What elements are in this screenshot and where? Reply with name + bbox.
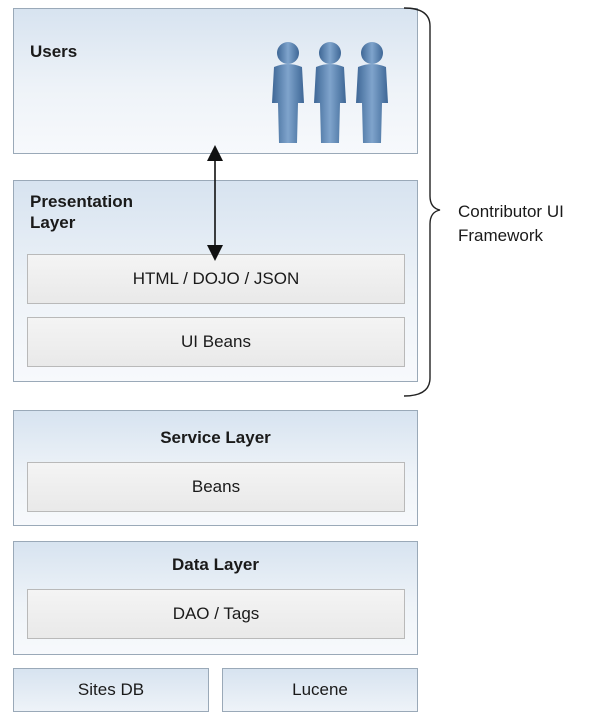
lucene-box: Lucene [222, 668, 418, 712]
dao-tags-box: DAO / Tags [27, 589, 405, 639]
users-label: Users [30, 42, 78, 61]
html-dojo-json-box: HTML / DOJO / JSON [27, 254, 405, 304]
ui-beans-box: UI Beans [27, 317, 405, 367]
presentation-title-line2: Layer [30, 213, 76, 232]
beans-box: Beans [27, 462, 405, 512]
framework-label-line1: Contributor UI [458, 202, 564, 221]
contributor-ui-framework-label: Contributor UI Framework [458, 200, 564, 248]
presentation-title-line1: Presentation [30, 192, 133, 211]
data-layer: Data Layer DAO / Tags [13, 541, 418, 655]
service-layer-title: Service Layer [160, 428, 271, 447]
presentation-layer: Presentation Layer HTML / DOJO / JSON UI… [13, 180, 418, 382]
sites-db-box: Sites DB [13, 668, 209, 712]
user-figure-icon [356, 42, 388, 143]
framework-brace [403, 7, 441, 397]
users-layer: Users [13, 8, 418, 154]
user-group-icon [272, 42, 388, 143]
user-figure-icon [272, 42, 304, 143]
data-layer-title: Data Layer [172, 555, 259, 574]
presentation-layer-title: Presentation Layer [30, 191, 133, 233]
user-figure-icon [314, 42, 346, 143]
framework-label-line2: Framework [458, 226, 544, 245]
service-layer: Service Layer Beans [13, 410, 418, 526]
